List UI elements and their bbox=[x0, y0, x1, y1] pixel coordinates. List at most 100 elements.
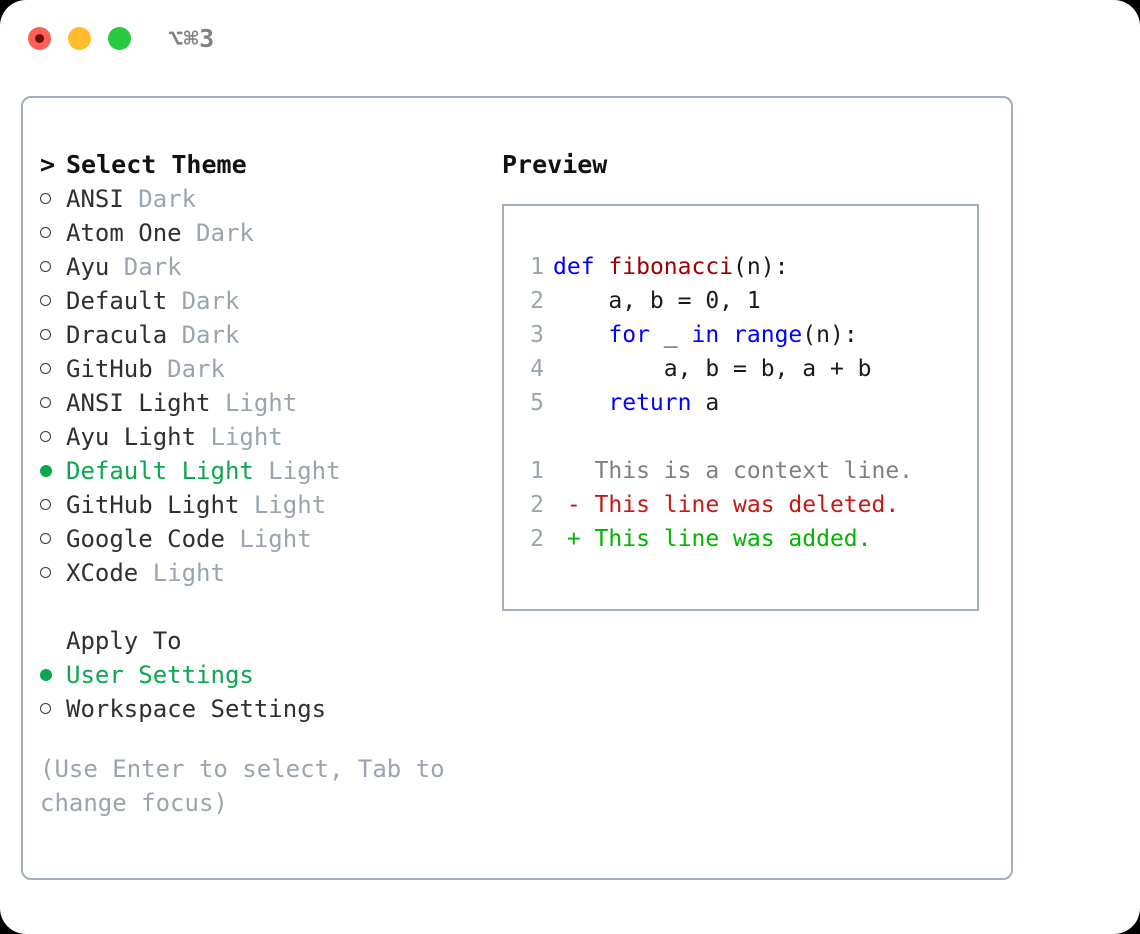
code-token: + This line was added. bbox=[553, 526, 872, 552]
theme-category: Light bbox=[210, 389, 298, 417]
theme-name: Default Light bbox=[66, 457, 254, 485]
code-token bbox=[553, 390, 608, 416]
radio-dot bbox=[40, 431, 51, 442]
code-token: a, b = 0, 1 bbox=[553, 288, 761, 314]
code-token: (n): bbox=[733, 254, 789, 280]
theme-list-item[interactable]: ANSI Dark bbox=[40, 182, 480, 216]
code-line: 5 return a bbox=[518, 386, 913, 420]
theme-category: Light bbox=[196, 423, 283, 451]
code-token: for bbox=[608, 322, 650, 348]
radio-unselected-icon bbox=[40, 692, 66, 726]
line-number: 5 bbox=[530, 390, 544, 416]
radio-dot bbox=[40, 668, 52, 681]
theme-name: ANSI Light bbox=[66, 389, 211, 417]
code-token bbox=[719, 322, 733, 348]
radio-unselected-icon bbox=[40, 216, 66, 250]
code-token: def bbox=[553, 254, 595, 280]
line-number: 2 bbox=[530, 492, 544, 518]
apply-to-item[interactable]: Workspace Settings bbox=[40, 692, 480, 726]
theme-list-item[interactable]: Dracula Dark bbox=[40, 318, 480, 352]
close-button[interactable] bbox=[28, 27, 51, 50]
radio-unselected-icon bbox=[40, 352, 66, 386]
line-number: 4 bbox=[530, 356, 544, 382]
apply-to-item[interactable]: User Settings bbox=[40, 658, 480, 692]
code-token: - This line was deleted. bbox=[553, 492, 900, 518]
apply-to-heading-label: Apply To bbox=[66, 627, 182, 655]
code-token: a, b = b, a + b bbox=[553, 356, 872, 382]
code-line: 2 a, b = 0, 1 bbox=[518, 284, 913, 318]
radio-dot bbox=[40, 363, 51, 374]
apply-to-indent bbox=[40, 624, 66, 658]
theme-category: Light bbox=[224, 525, 312, 553]
theme-list-item[interactable]: Default Dark bbox=[40, 284, 480, 318]
theme-list-item[interactable]: Ayu Light Light bbox=[40, 420, 480, 454]
radio-dot bbox=[40, 193, 51, 204]
line-number: 2 bbox=[530, 288, 544, 314]
radio-unselected-icon bbox=[40, 488, 66, 522]
theme-list-item[interactable]: XCode Light bbox=[40, 556, 480, 590]
radio-dot bbox=[40, 703, 51, 714]
radio-dot bbox=[40, 329, 51, 340]
theme-name: GitHub bbox=[66, 355, 153, 383]
theme-list-item[interactable]: Atom One Dark bbox=[40, 216, 480, 250]
radio-unselected-icon bbox=[40, 386, 66, 420]
theme-list-item[interactable]: ANSI Light Light bbox=[40, 386, 480, 420]
radio-dot bbox=[40, 499, 51, 510]
zoom-button[interactable] bbox=[108, 27, 131, 50]
prompt-caret-icon: > bbox=[40, 150, 71, 179]
diff-line: 2 - This line was deleted. bbox=[518, 488, 913, 522]
radio-dot bbox=[40, 533, 51, 544]
theme-name: ANSI bbox=[66, 185, 124, 213]
minimize-button[interactable] bbox=[68, 27, 91, 50]
theme-list-item[interactable]: Ayu Dark bbox=[40, 250, 480, 284]
theme-picker-heading-label: Select Theme bbox=[66, 150, 247, 179]
theme-name: Google Code bbox=[66, 525, 225, 553]
theme-category: Dark bbox=[109, 253, 182, 281]
radio-unselected-icon bbox=[40, 250, 66, 284]
theme-category: Dark bbox=[152, 355, 225, 383]
theme-name: Ayu bbox=[66, 253, 110, 281]
code-token: a bbox=[691, 390, 720, 416]
theme-category: Light bbox=[253, 457, 341, 485]
theme-list-item[interactable]: GitHub Dark bbox=[40, 352, 480, 386]
radio-dot bbox=[40, 464, 52, 477]
diff-line: 1 This is a context line. bbox=[518, 454, 913, 488]
radio-selected-icon bbox=[40, 658, 66, 692]
radio-unselected-icon bbox=[40, 420, 66, 454]
theme-list-item[interactable]: GitHub Light Light bbox=[40, 488, 480, 522]
theme-name: Dracula bbox=[66, 321, 168, 349]
theme-list-item[interactable]: Default Light Light bbox=[40, 454, 480, 488]
code-line: 4 a, b = b, a + b bbox=[518, 352, 913, 386]
code-token bbox=[553, 322, 608, 348]
radio-unselected-icon bbox=[40, 318, 66, 352]
code-token: This is a context line. bbox=[553, 458, 914, 484]
code-token: in bbox=[691, 322, 720, 348]
theme-list-item[interactable]: Google Code Light bbox=[40, 522, 480, 556]
line-number: 1 bbox=[530, 458, 544, 484]
keyboard-shortcut-label: ⌥⌘3 bbox=[168, 24, 215, 53]
line-number: 2 bbox=[530, 526, 544, 552]
code-token: (n): bbox=[802, 322, 858, 348]
keyboard-hint: (Use Enter to select, Tab to change focu… bbox=[40, 755, 460, 817]
radio-unselected-icon bbox=[40, 182, 66, 216]
list-spacer bbox=[40, 590, 480, 624]
radio-dot bbox=[40, 227, 51, 238]
theme-picker-heading: > Select Theme bbox=[40, 148, 480, 182]
code-token bbox=[595, 254, 609, 280]
code-line: 3 for _ in range(n): bbox=[518, 318, 913, 352]
code-token: fibonacci bbox=[608, 254, 734, 280]
radio-dot bbox=[40, 397, 51, 408]
code-token: range bbox=[733, 322, 803, 348]
radio-unselected-icon bbox=[40, 556, 66, 590]
code-token: _ bbox=[649, 322, 692, 348]
theme-category: Dark bbox=[167, 287, 240, 315]
theme-category: Light bbox=[138, 559, 225, 587]
theme-category: Light bbox=[239, 491, 327, 519]
